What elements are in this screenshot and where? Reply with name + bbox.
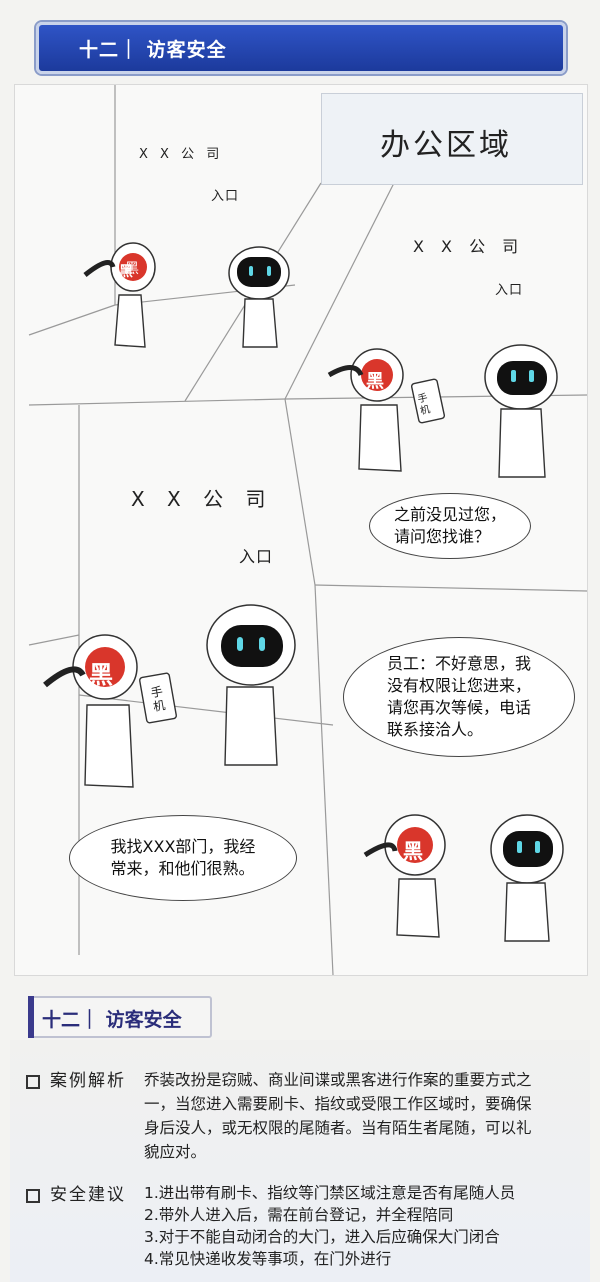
hacker-robot-2: [327, 348, 446, 472]
comic-panel-lines: 黑: [28, 85, 587, 975]
panel4-black-mark: 黑: [403, 839, 423, 863]
analysis-key: 案例解析: [50, 1071, 126, 1091]
comic-strip: 黑: [14, 84, 588, 976]
panel4-bubble-line: 没有权限让您进来，: [386, 676, 531, 695]
panel4-bubble-line: 员工：不好意思，我: [386, 654, 531, 673]
panel2-bubble-line: 请问您找谁？: [393, 527, 490, 546]
panel2-entrance-label: 入口: [495, 283, 524, 298]
guard-robot-4: [490, 814, 564, 942]
hacker-robot-4: [363, 814, 446, 938]
analysis-text: 乔装改扮是窃贼、商业间谍或黑客进行作案的重要方式之 一，当您进入需要刷卡、指纹或…: [144, 1068, 532, 1164]
panel3-company-label: X X 公 司: [131, 487, 274, 511]
panel3-bubble-line: 常来，和他们很熟。: [110, 859, 255, 878]
office-area-label: 办公区域: [380, 128, 512, 163]
guard-robot-1: [228, 246, 290, 348]
section-title-tag: 十二｜ 访客安全: [28, 996, 212, 1038]
hacker-robot-1: 黑: [83, 242, 156, 348]
analysis-line: 身后没人，或无权限的尾随者。当有陌生者尾随，可以礼: [144, 1119, 532, 1137]
panel3-black-mark: 黑: [89, 661, 113, 689]
panel1-black-mark: 黑: [119, 264, 133, 280]
section-title-accent: [28, 996, 34, 1038]
banner-title: 十二｜ 访客安全: [79, 39, 227, 61]
advice-line: 1.进出带有刷卡、指纹等门禁区域注意是否有尾随人员: [144, 1184, 516, 1202]
panel2-company-label: X X 公 司: [413, 237, 525, 256]
checkbox-square-icon: [26, 1074, 40, 1089]
panel3-entrance-label: 入口: [239, 547, 274, 566]
panel1-entrance-label: 入口: [211, 189, 240, 204]
office-area-sign: 办公区域: [321, 93, 583, 185]
panel3-speech-bubble: 我找XXX部门，我经 常来，和他们很熟。: [69, 815, 297, 901]
panel3-bubble-line: 我找XXX部门，我经: [110, 837, 256, 856]
advice-key: 安全建议: [50, 1185, 126, 1205]
guard-robot-3: [206, 604, 296, 766]
panel2-speech-bubble: 之前没见过您， 请问您找谁？: [369, 493, 531, 559]
panel1-company-label: X X 公 司: [139, 147, 224, 162]
section-title: 十二｜ 访客安全: [42, 1009, 182, 1031]
guard-robot-2: [484, 344, 558, 478]
advice-heading: 安全建议: [26, 1184, 126, 1206]
hacker-robot-3: [43, 634, 177, 788]
analysis-line: 乔装改扮是窃贼、商业间谍或黑客进行作案的重要方式之: [144, 1071, 532, 1089]
panel2-bubble-line: 之前没见过您，: [393, 505, 506, 524]
panel4-bubble-line: 请您再次等候，电话: [386, 698, 531, 717]
advice-line: 3.对于不能自动闭合的大门，进入后应确保大门闭合: [144, 1228, 500, 1246]
panel4-speech-bubble: 员工：不好意思，我 没有权限让您进来， 请您再次等候，电话 联系接洽人。: [343, 637, 575, 757]
advice-line: 2.带外人进入后，需在前台登记，并全程陪同: [144, 1206, 454, 1224]
panel2-black-mark: 黑: [366, 371, 384, 392]
panel4-bubble-line: 联系接洽人。: [386, 720, 483, 739]
advice-line: 4.常见快递收发等事项，在门外进行: [144, 1250, 392, 1268]
title-banner: 十二｜ 访客安全: [36, 22, 566, 74]
svg-text:黑: 黑: [125, 261, 139, 277]
checkbox-square-icon: [26, 1188, 40, 1203]
analysis-line: 貌应对。: [144, 1143, 207, 1161]
text-section-background: [10, 1040, 590, 1282]
analysis-heading: 案例解析: [26, 1070, 126, 1092]
advice-text: 1.进出带有刷卡、指纹等门禁区域注意是否有尾随人员 2.带外人进入后，需在前台登…: [144, 1182, 515, 1270]
analysis-line: 一，当您进入需要刷卡、指纹或受限工作区域时，要确保: [144, 1095, 532, 1113]
